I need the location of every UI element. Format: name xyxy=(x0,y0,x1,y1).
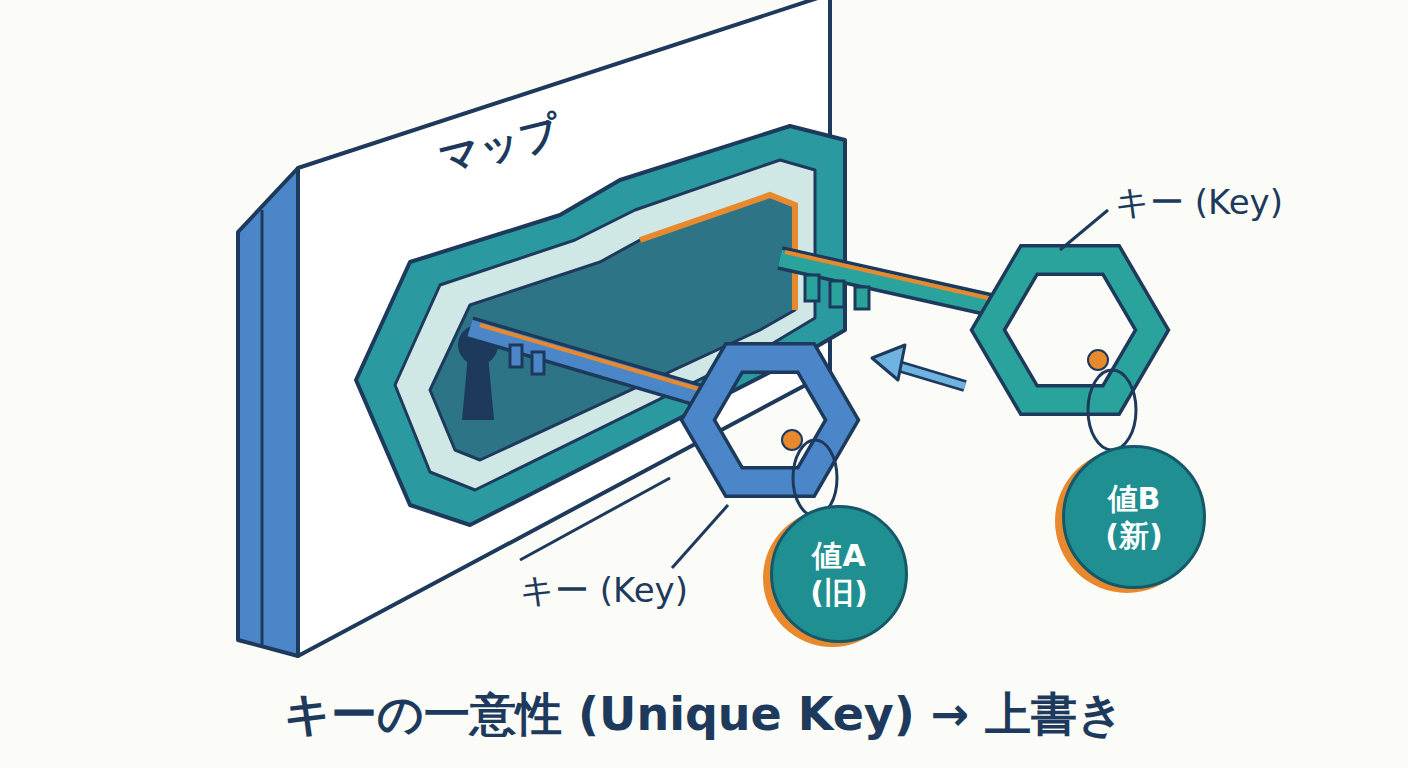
key-shaft xyxy=(470,328,708,398)
key-label: キー (Key) xyxy=(1115,180,1283,226)
leader-line xyxy=(1060,210,1108,250)
key-shaft xyxy=(780,258,995,306)
key-ring xyxy=(698,358,842,482)
insert-arrow xyxy=(898,366,965,386)
key-shaft xyxy=(780,258,995,306)
value-tag: 値A (旧) xyxy=(770,505,908,643)
key-tooth xyxy=(855,287,869,309)
value-text: 値A (旧) xyxy=(800,537,878,612)
tag-ring xyxy=(1088,370,1136,450)
key-tooth xyxy=(830,281,844,307)
insert-arrow xyxy=(898,366,965,386)
key-tooth xyxy=(510,345,522,367)
panel-edge-line xyxy=(261,210,264,648)
key-shaft-highlight xyxy=(480,325,705,391)
insert-arrow-head xyxy=(872,345,905,380)
keyhole-plate xyxy=(356,126,845,525)
key-label: キー (Key) xyxy=(520,568,688,614)
leader-line xyxy=(672,505,728,568)
key-shaft xyxy=(470,328,708,398)
key-tooth xyxy=(805,275,819,301)
diagram-caption: キーの一意性 (Unique Key) → 上書き xyxy=(284,684,1124,746)
ring-dot xyxy=(1088,350,1108,370)
key-ring xyxy=(698,358,842,482)
key-slot xyxy=(430,195,795,460)
value-text: 値B (新) xyxy=(1095,480,1173,555)
slot-highlight xyxy=(640,195,795,310)
panel-side xyxy=(238,168,298,656)
value-tag: 値B (新) xyxy=(1062,445,1206,589)
keyhole xyxy=(462,355,494,420)
ring-dot xyxy=(782,430,802,450)
keyhole-plate-inner xyxy=(395,160,815,490)
key-tooth xyxy=(532,352,544,374)
